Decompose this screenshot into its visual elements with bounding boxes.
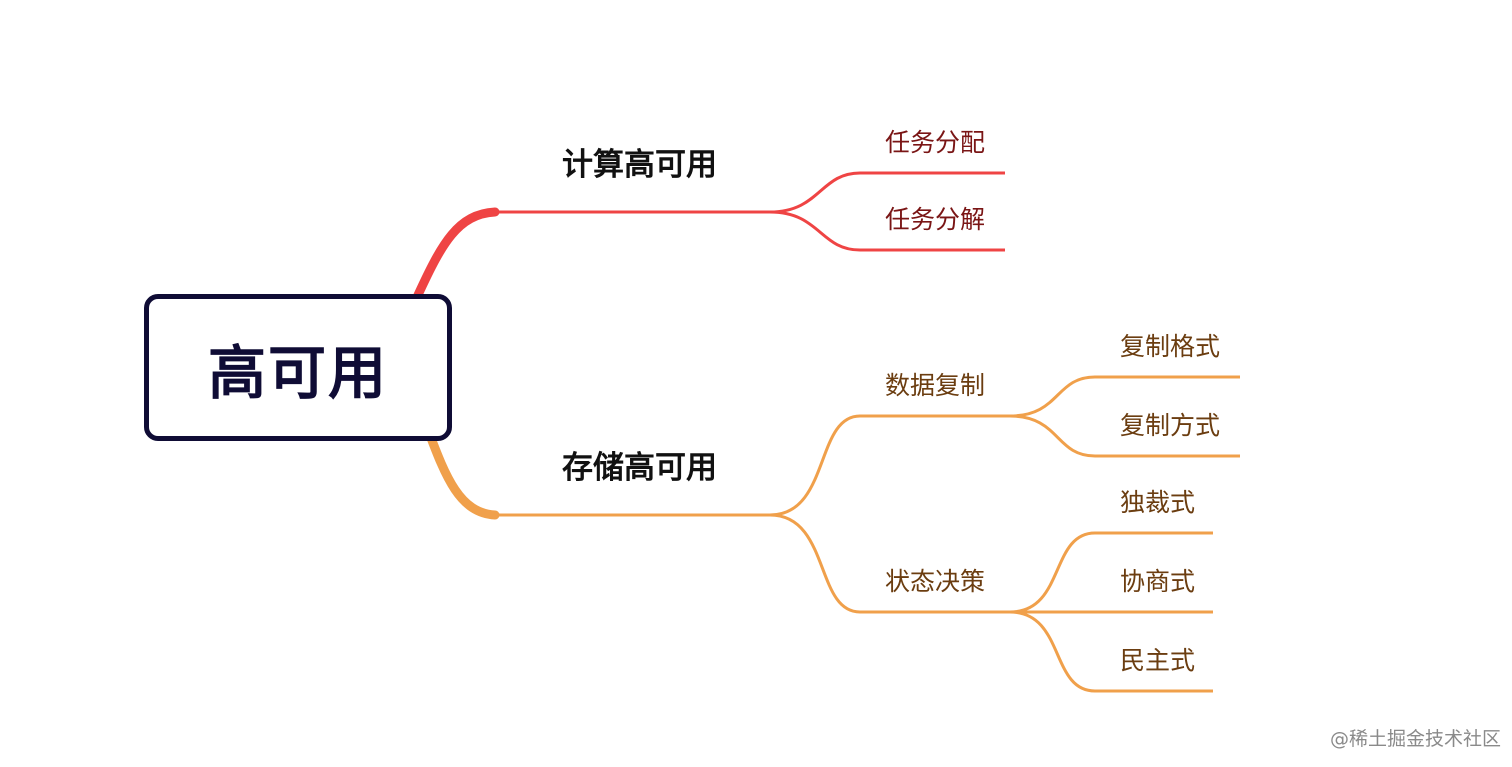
connector-compute-to-decompose xyxy=(769,210,1005,252)
node-consensus[interactable]: 协商式 xyxy=(1120,567,1196,596)
node-compute-ha[interactable]: 计算高可用 xyxy=(562,147,717,183)
connector-replication-to-mode xyxy=(1009,414,1240,458)
node-task-assignment[interactable]: 任务分配 xyxy=(885,128,986,157)
root-node-label: 高可用 xyxy=(207,338,388,407)
node-dictatorship[interactable]: 独裁式 xyxy=(1120,488,1196,517)
node-state-decision[interactable]: 状态决策 xyxy=(885,567,986,596)
connector-decision-to-dictator xyxy=(1009,531,1213,614)
connector-replication-to-format xyxy=(1009,375,1240,418)
watermark: @稀土掘金技术社区 xyxy=(1330,728,1502,750)
connector-storage-to-decision xyxy=(769,513,1010,614)
node-storage-ha[interactable]: 存储高可用 xyxy=(562,450,717,486)
root-node[interactable]: 高可用 xyxy=(144,294,452,441)
node-replication-format[interactable]: 复制格式 xyxy=(1120,332,1221,361)
connector-decision-to-democracy xyxy=(1009,610,1213,693)
node-replication-mode[interactable]: 复制方式 xyxy=(1120,411,1221,440)
connector-compute-to-assign xyxy=(769,171,1005,214)
node-task-decomposition[interactable]: 任务分解 xyxy=(885,205,986,234)
connector-root-to-storage-taper xyxy=(423,425,500,520)
connector-root-to-compute-taper xyxy=(413,207,500,300)
node-data-replication[interactable]: 数据复制 xyxy=(885,371,986,400)
connector-storage-to-replication xyxy=(769,414,1010,517)
node-democracy[interactable]: 民主式 xyxy=(1120,646,1196,675)
